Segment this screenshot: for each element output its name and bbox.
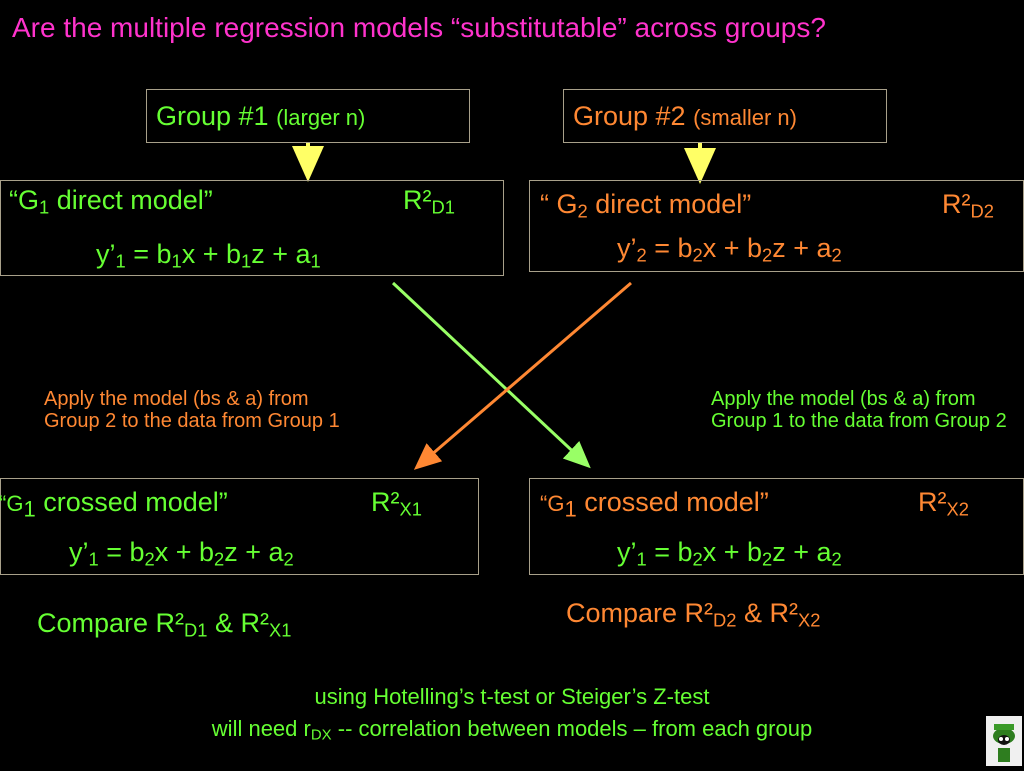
footer-line-2: will need rDX -- correlation between mod… bbox=[211, 716, 813, 744]
g1-crossed-label: “G1 crossed model” bbox=[0, 487, 228, 522]
footer-line-1: using Hotelling’s t-test or Steiger’s Z-… bbox=[314, 684, 710, 709]
group1-label: Group #1 bbox=[156, 101, 277, 131]
g2-direct-equation: y’2 = b2x + b2z + a2 bbox=[617, 233, 842, 266]
cartoon-character-logo-icon bbox=[986, 716, 1022, 766]
g1-crossed-equation: y’1 = b2x + b2z + a2 bbox=[69, 537, 294, 570]
g2-crossed-r2: R²X2 bbox=[918, 487, 969, 520]
g1-direct-label: “G1 direct model” bbox=[9, 185, 213, 218]
g2-direct-label: “ G2 direct model” bbox=[540, 189, 752, 222]
g2-crossed-box: “G1 crossed model” R²X2 y’1 = b2x + b2z … bbox=[529, 478, 1024, 575]
note-left: Apply the model (bs & a) from Group 2 to… bbox=[44, 388, 340, 432]
compare-left: Compare R²D1 & R²X1 bbox=[37, 608, 292, 641]
g1-direct-r2: R²D1 bbox=[403, 185, 455, 218]
g2-direct-r2: R²D2 bbox=[942, 189, 994, 222]
group2-label: Group #2 bbox=[573, 101, 694, 131]
g2-direct-box: “ G2 direct model” R²D2 y’2 = b2x + b2z … bbox=[529, 180, 1024, 272]
slide-title: Are the multiple regression models “subs… bbox=[12, 12, 826, 43]
g1-crossed-r2: R²X1 bbox=[371, 487, 422, 520]
group1-box: Group #1 (larger n) bbox=[146, 89, 470, 143]
g2-crossed-label: “G1 crossed model” bbox=[540, 487, 769, 522]
g1-crossed-box: “G1 crossed model” R²X1 y’1 = b2x + b2z … bbox=[0, 478, 479, 575]
group1-note: (larger n) bbox=[276, 105, 366, 130]
cross-arrow-orange bbox=[413, 281, 632, 470]
cross-arrow-green bbox=[391, 281, 591, 469]
note-right: Apply the model (bs & a) from Group 1 to… bbox=[711, 388, 1007, 432]
g2-crossed-equation: y’1 = b2x + b2z + a2 bbox=[617, 537, 842, 570]
group2-box: Group #2 (smaller n) bbox=[563, 89, 887, 143]
group2-note: (smaller n) bbox=[693, 105, 797, 130]
g1-direct-box: “G1 direct model” R²D1 y’1 = b1x + b1z +… bbox=[0, 180, 504, 276]
g1-direct-equation: y’1 = b1x + b1z + a1 bbox=[96, 239, 321, 272]
compare-right: Compare R²D2 & R²X2 bbox=[566, 598, 821, 631]
